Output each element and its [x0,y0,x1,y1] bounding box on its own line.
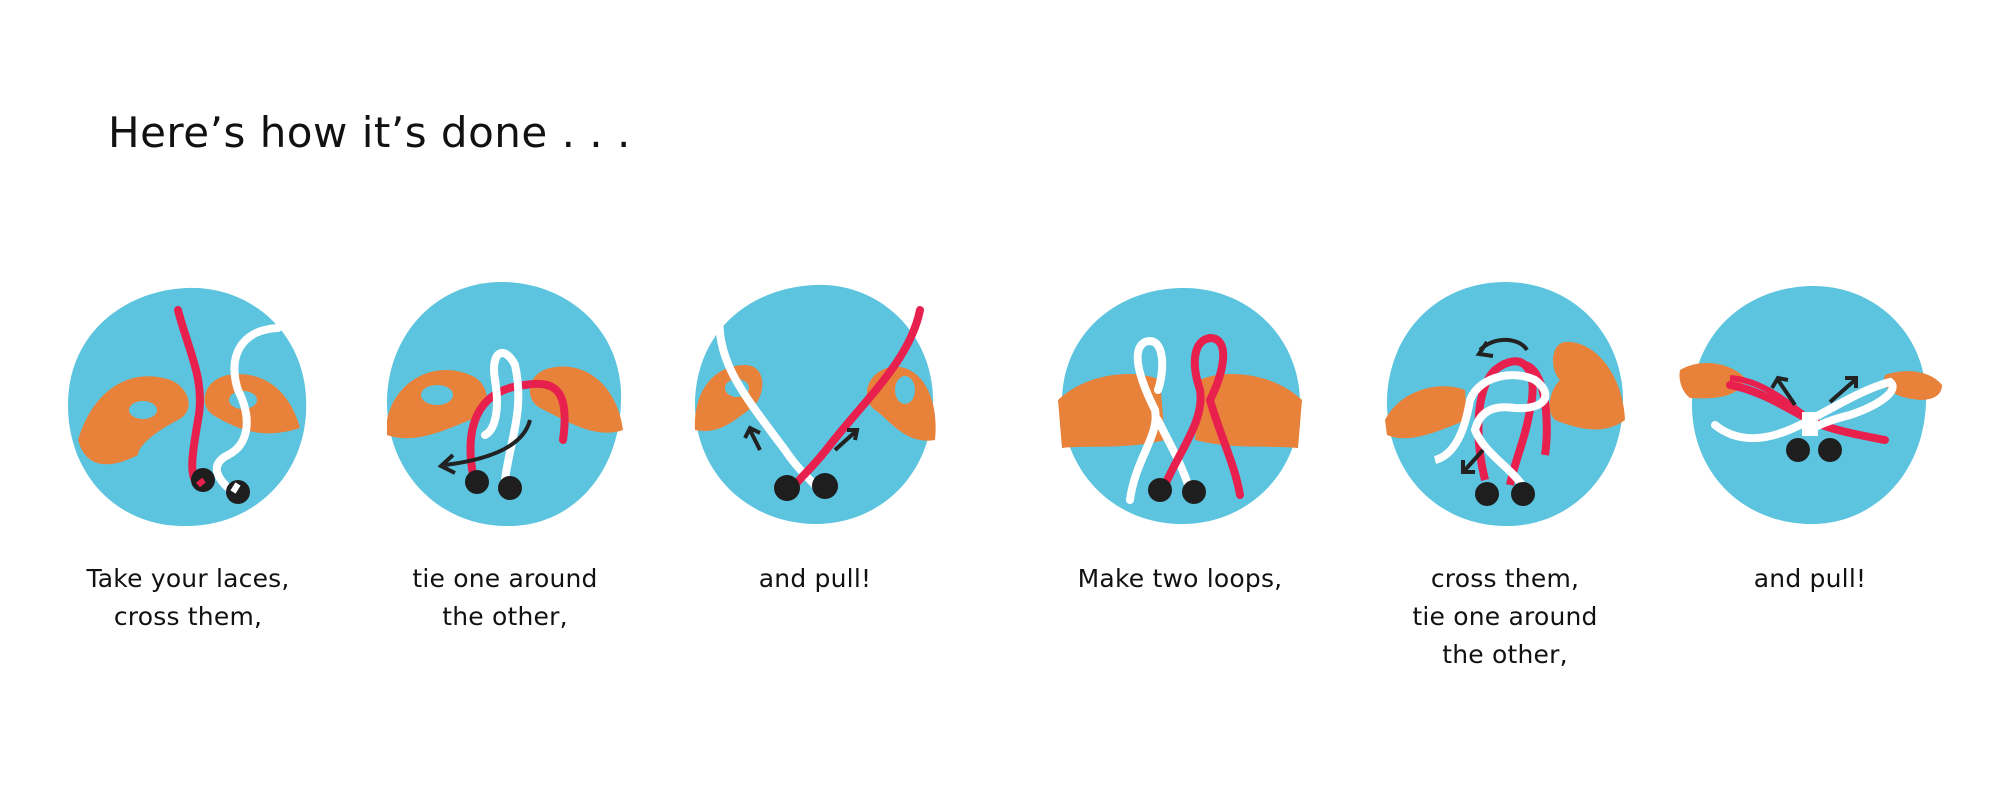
tie-one-around-icon [386,281,623,527]
caption-line: and pull! [758,564,872,593]
caption-line: the other, [1442,640,1568,669]
caption-line: tie one around [412,564,598,593]
step-caption: tie one around the other, [355,560,655,636]
caption-line: the other, [442,602,568,631]
two-loops-icon [1058,287,1302,525]
step-6: and pull! [1660,270,1960,593]
step-caption: cross them, tie one around the other, [1355,560,1655,674]
step-4: Make two loops, [1030,270,1330,593]
step-caption: and pull! [665,560,965,598]
step-caption: Make two loops, [1030,560,1330,598]
step-2: tie one around the other, [355,270,655,631]
caption-line: and pull! [1753,564,1867,593]
step-5: cross them, tie one around the other, [1355,270,1655,669]
step-caption: and pull! [1660,560,1960,598]
caption-line: cross them, [113,602,263,631]
caption-line: cross them, [1430,564,1580,593]
hands-holding-laces-icon [68,287,307,527]
pull-bow-icon [1679,285,1942,525]
caption-line: Take your laces, [86,564,290,593]
caption-line: tie one around [1412,602,1598,631]
step-caption: Take your laces, cross them, [38,560,338,636]
page-title: Here’s how it’s done . . . [108,108,631,157]
cross-loops-icon [1385,282,1625,527]
pull-laces-icon [694,284,936,525]
step-1: Take your laces, cross them, [38,270,338,631]
caption-line: Make two loops, [1077,564,1283,593]
step-3: and pull! [665,270,965,593]
